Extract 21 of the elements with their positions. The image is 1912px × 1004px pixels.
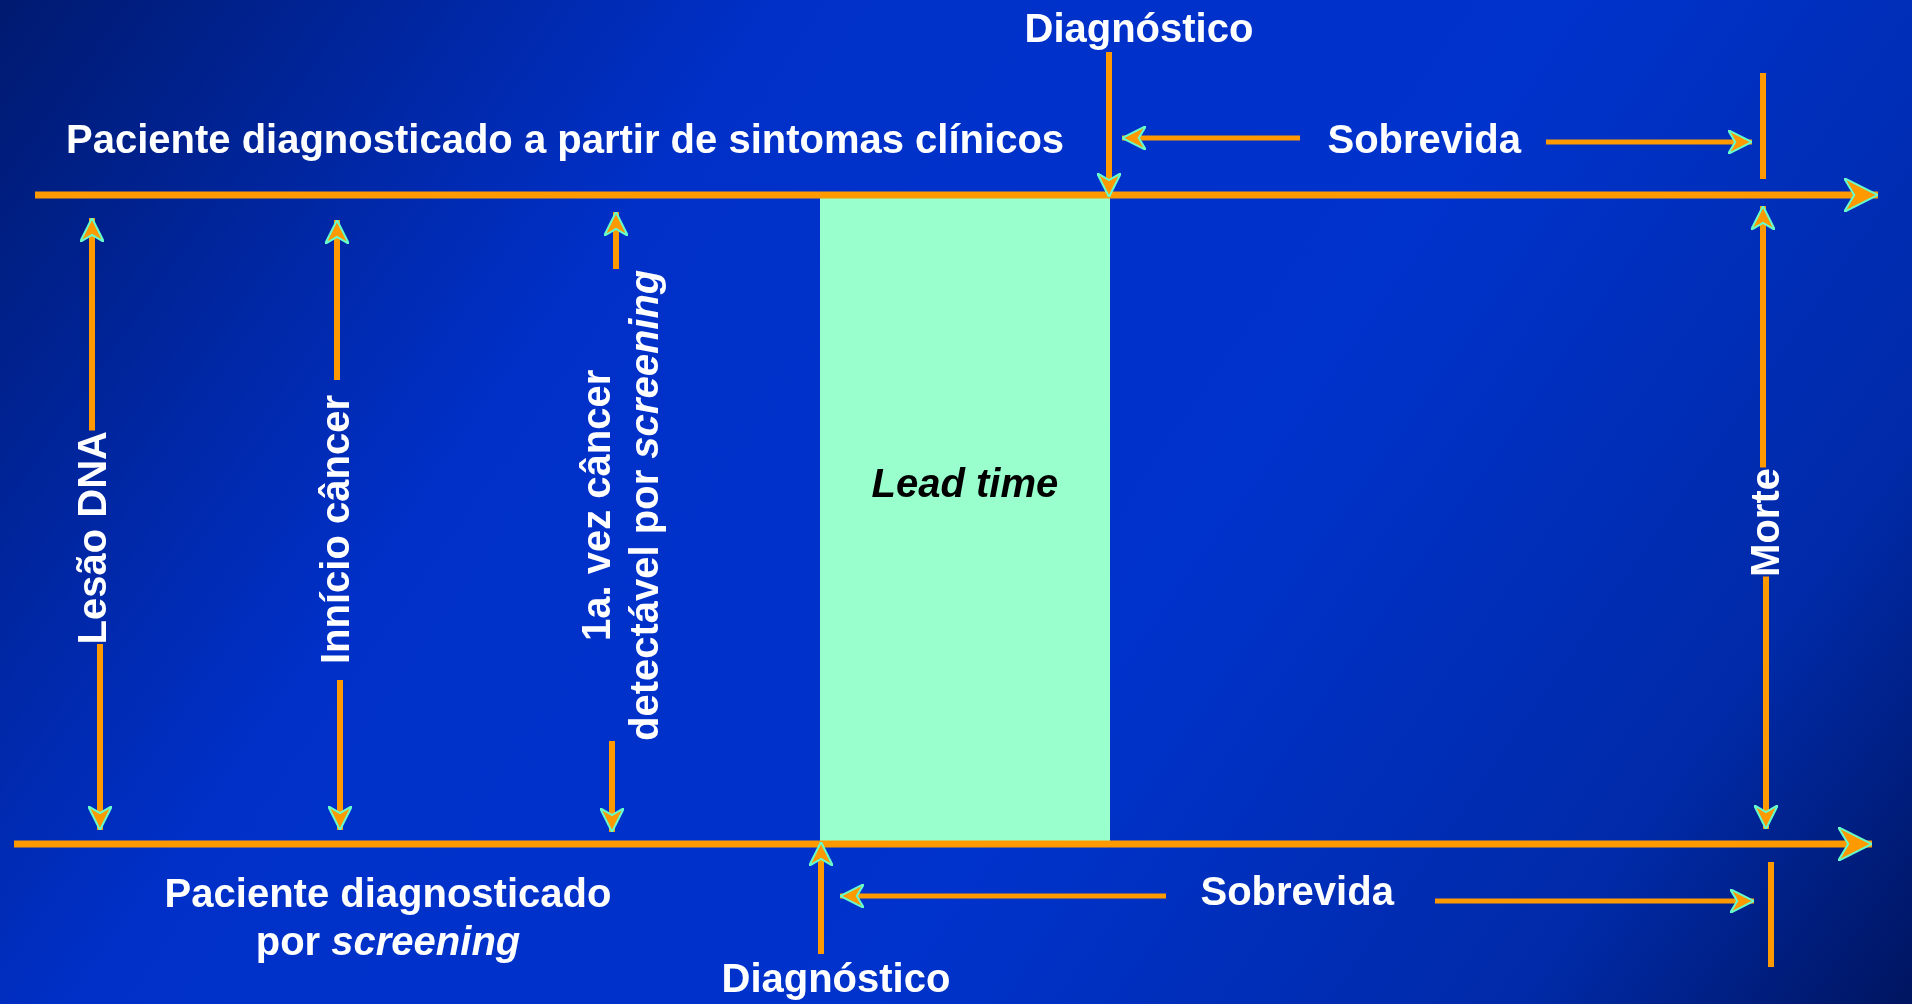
- arrow: [599, 741, 625, 833]
- arrow: [327, 680, 353, 831]
- arrow: [1096, 52, 1122, 198]
- arrow: [79, 217, 105, 431]
- arrow: [1750, 205, 1776, 468]
- arrow: [603, 211, 629, 269]
- arrow: [1753, 576, 1779, 830]
- diagnosis-label: Diagnóstico: [1024, 4, 1254, 52]
- timeline-caption: Paciente diagnosticado por screening: [163, 870, 613, 965]
- interval-label: Sobrevida: [1327, 116, 1521, 163]
- event-label: Morte: [1741, 467, 1789, 577]
- interval-label: Sobrevida: [1200, 868, 1394, 915]
- event-label: Innício câncer: [311, 380, 359, 680]
- highlight-band: [820, 197, 1110, 842]
- arrow: [87, 643, 113, 831]
- band-label: Lead time: [871, 460, 1059, 506]
- diagnosis-label: Diagnóstico: [721, 954, 951, 1002]
- timeline-caption: Paciente diagnosticado a partir de sintomas clínicos: [66, 116, 1065, 163]
- arrow: [324, 219, 350, 380]
- arrow: [808, 841, 834, 954]
- event-label: Lesão DNA: [68, 430, 116, 644]
